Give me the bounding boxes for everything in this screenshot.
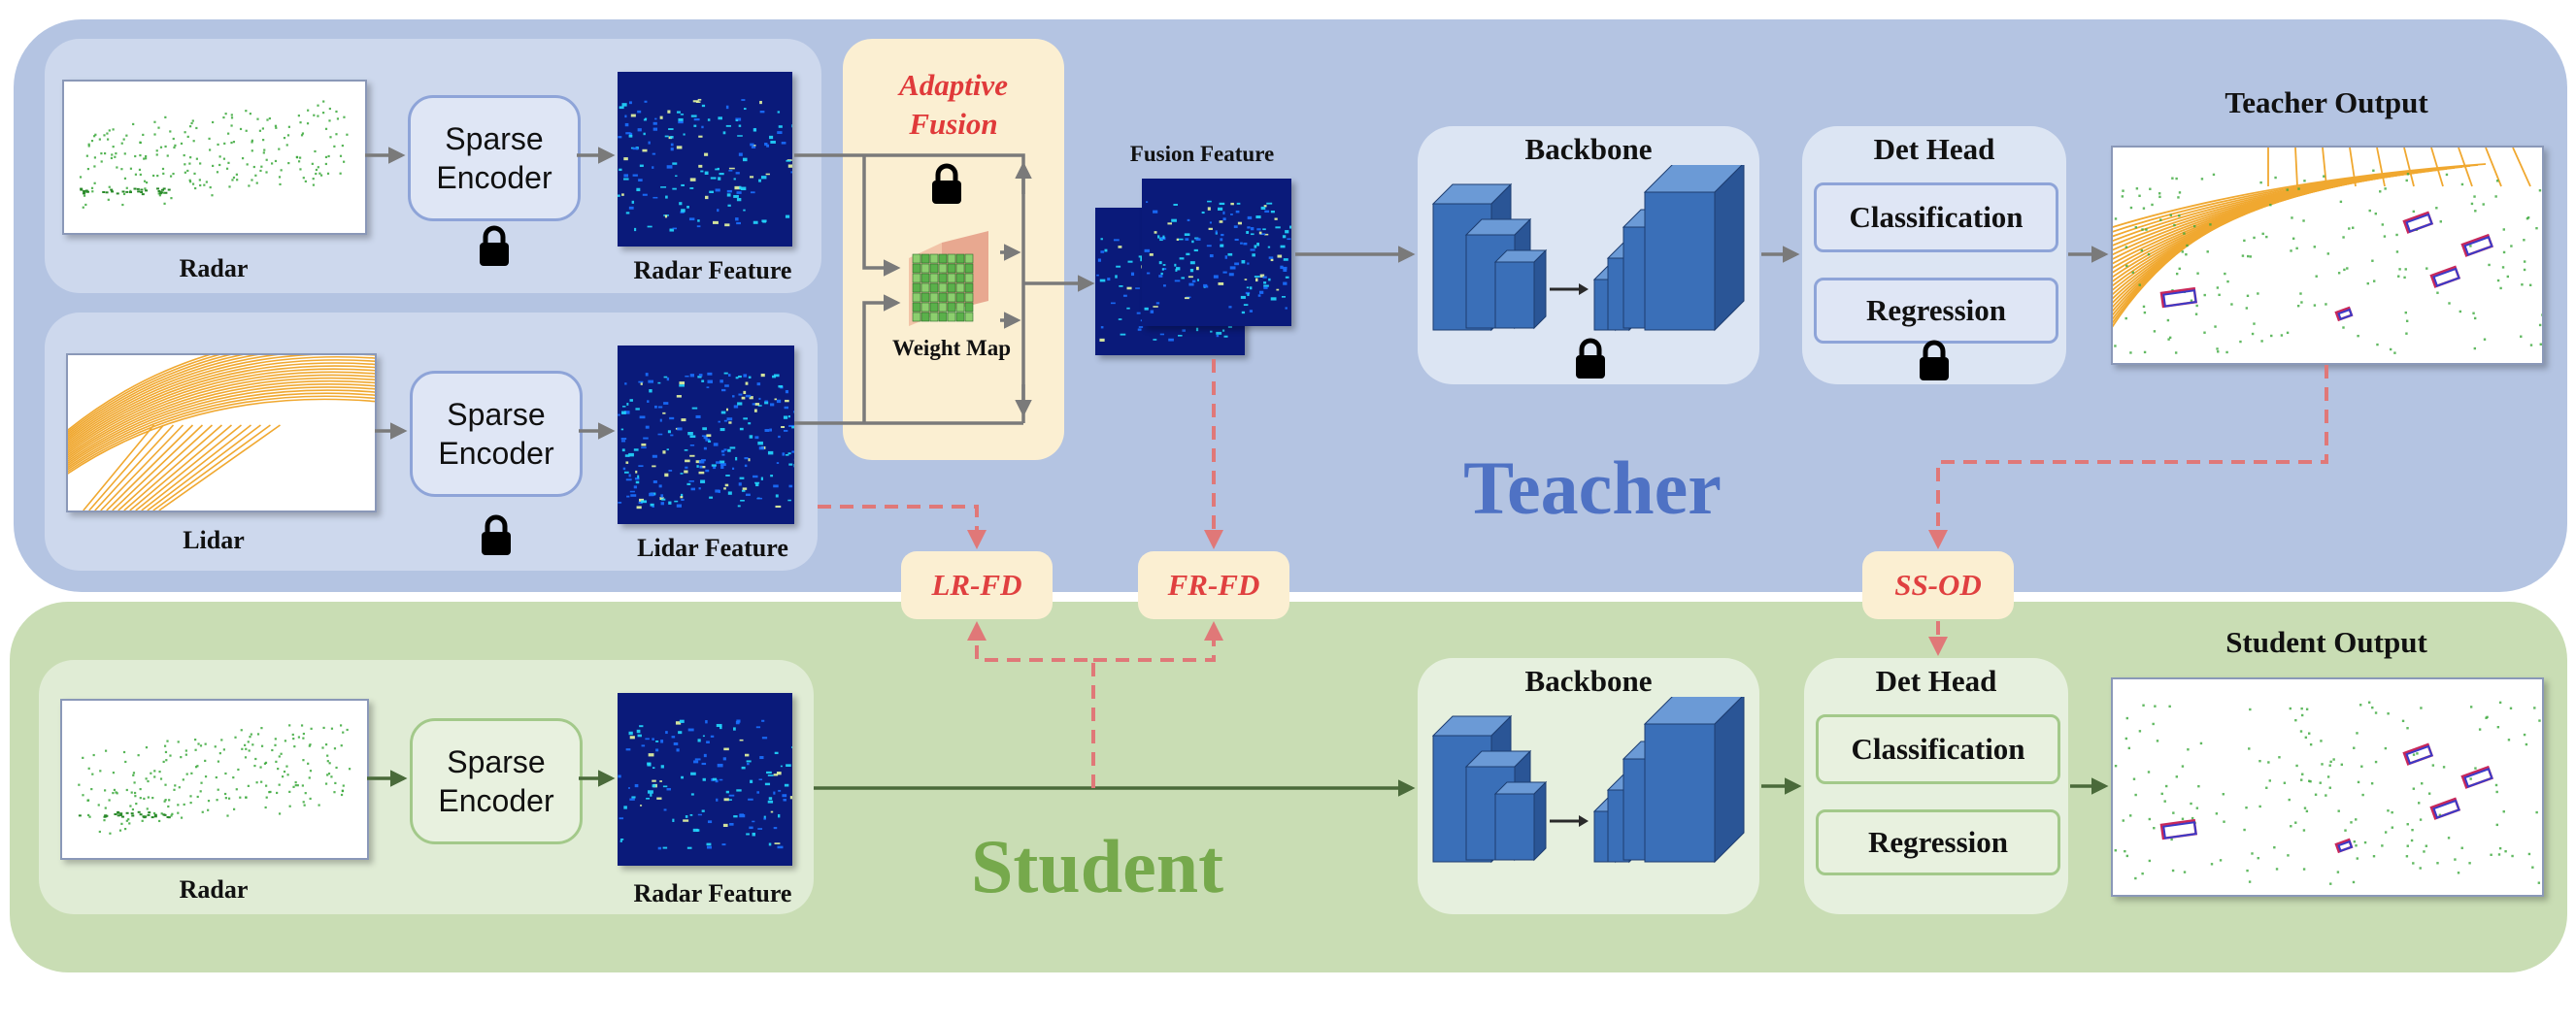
teacher-radar-label: Radar (179, 254, 249, 282)
student-output-image (2111, 677, 2544, 897)
teacher-regression-box: Regression (1814, 278, 2058, 344)
fusion-feature-map-front (1142, 179, 1291, 326)
teacher-backbone-label: Backbone (1524, 132, 1653, 166)
teacher-role-label: Teacher (1463, 445, 1722, 530)
teacher-radar-image (62, 80, 367, 235)
weight-map-label: Weight Map (891, 336, 1012, 360)
teacher-classification-box: Classification (1814, 182, 2058, 252)
teacher-output-label: Teacher Output (2225, 85, 2428, 119)
student-output-label: Student Output (2225, 625, 2427, 659)
student-classification-box: Classification (1816, 714, 2060, 784)
encoder-line1: Sparse (447, 744, 546, 779)
encoder-line1: Sparse (447, 397, 546, 432)
weight-map-cube-icon (903, 229, 996, 330)
student-radar-label: Radar (179, 875, 249, 904)
lock-icon (480, 514, 513, 557)
encoder-line1: Sparse (445, 121, 544, 156)
ss-od-badge: SS-OD (1862, 551, 2014, 619)
student-backbone-label: Backbone (1524, 664, 1653, 698)
student-radar-feature-map (618, 693, 792, 866)
teacher-lidar-label: Lidar (183, 526, 245, 554)
fusion-title-line2: Fusion (909, 107, 998, 141)
encoder-line2: Encoder (438, 436, 554, 471)
backbone-blocks-icon (1427, 161, 1757, 342)
lr-fd-badge: LR-FD (901, 551, 1053, 619)
fusion-title-line1: Adaptive (899, 68, 1008, 102)
encoder-line2: Encoder (436, 160, 552, 195)
fr-fd-badge: FR-FD (1138, 551, 1289, 619)
teacher-lidar-feature-map (618, 346, 794, 524)
student-det-head-label: Det Head (1875, 664, 1997, 698)
lock-icon (1574, 338, 1607, 380)
lock-icon (930, 163, 963, 206)
lock-icon (478, 225, 511, 268)
teacher-det-head-label: Det Head (1873, 132, 1995, 166)
lock-icon (1918, 340, 1951, 382)
backbone-blocks-icon (1427, 693, 1757, 873)
teacher-lidar-feature-label: Lidar Feature (637, 534, 788, 562)
student-radar-image (60, 699, 369, 860)
adaptive-fusion-title: Adaptive Fusion (843, 66, 1064, 144)
encoder-line2: Encoder (438, 783, 554, 818)
teacher-output-image (2111, 146, 2544, 365)
student-regression-box: Regression (1816, 809, 2060, 875)
fusion-feature-label: Fusion Feature (1129, 142, 1275, 166)
student-radar-feature-label: Radar Feature (633, 879, 792, 907)
student-role-label: Student (970, 824, 1224, 908)
teacher-lidar-image (66, 353, 377, 512)
teacher-radar-feature-label: Radar Feature (633, 256, 792, 284)
teacher-radar-feature-map (618, 72, 792, 247)
